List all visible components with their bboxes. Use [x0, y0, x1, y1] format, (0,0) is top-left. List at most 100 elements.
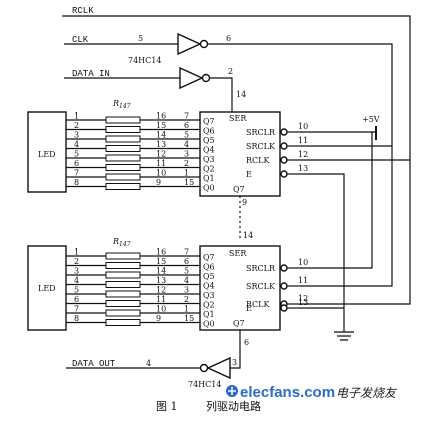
rclk-label: RCLK	[72, 6, 94, 16]
top-res-pin: 10	[156, 169, 166, 178]
top-resistor	[105, 183, 141, 190]
chip-bottom-inverting-bubble	[280, 304, 288, 312]
top-res-pin: 9	[156, 178, 161, 187]
top-chip-pin: 7	[184, 112, 189, 121]
bottom-resistor	[105, 290, 141, 298]
chip-bottom-output-label: Q2	[203, 301, 215, 310]
top-res-pin: 11	[156, 159, 166, 168]
chip-top-inverting-bubble	[280, 156, 288, 164]
data-in-to-ser	[210, 77, 233, 112]
chip-bottom-output-label: Q7	[203, 253, 215, 262]
chip-top-q7-bottom: Q7	[233, 185, 245, 194]
chip-top-output-label: Q6	[203, 127, 215, 136]
top-res-pin: 14	[156, 131, 166, 140]
chip-bottom-right-label: SRCLR	[246, 264, 276, 273]
top-resistor	[105, 135, 141, 143]
chip-top-output-label: Q2	[203, 165, 215, 174]
bottom-res-pin: 14	[156, 267, 166, 276]
chip-top-bottom-pin: 9	[242, 198, 247, 207]
bottom-resistor	[105, 262, 141, 269]
bottom-resistor	[105, 252, 141, 260]
chip-top-output-label: Q0	[203, 184, 215, 193]
chip-top-right-pin: 11	[298, 136, 308, 145]
top-e-wire	[300, 173, 345, 332]
bottom-res-pin: 16	[156, 248, 166, 257]
data-out-wire-up	[230, 330, 241, 369]
data-out-label: DATA OUT	[72, 359, 116, 369]
data-in-label: DATA IN	[72, 69, 110, 79]
bottom-srclr-wire	[300, 132, 373, 269]
bottom-chip-pin: 5	[184, 267, 189, 276]
bottom-chip-pin: 6	[184, 257, 189, 266]
elecfans-logo: elecfans.com 电子发烧友	[226, 384, 398, 401]
bottom-resistor	[105, 300, 141, 307]
ground-symbol	[334, 331, 354, 341]
top-led-pin: 5	[74, 150, 79, 159]
bottom-res-pin: 13	[156, 276, 166, 285]
clk-buffer-out-pin: 6	[226, 34, 231, 43]
top-led-pin: 6	[74, 159, 79, 168]
resistor-bottom-label: R147	[112, 237, 131, 248]
bottom-resistor	[105, 281, 141, 288]
top-ser-pin: 14	[236, 90, 246, 99]
data-in-buffer-out-pin: 2	[228, 67, 233, 76]
bottom-resistor	[105, 319, 141, 326]
bottom-led-pin: 5	[74, 286, 79, 295]
plus5v-label: +5V	[362, 115, 380, 124]
chip-bottom-output-label: Q5	[203, 272, 215, 281]
chip-top-inverting-bubble	[280, 170, 288, 178]
top-led-pin: 4	[74, 140, 79, 149]
top-led-pin: 3	[74, 131, 79, 140]
bottom-ser-pin: 14	[243, 231, 253, 240]
bottom-led-pin: 8	[74, 314, 79, 323]
chip-bottom-right-pin: 11	[298, 276, 308, 285]
chip-top-ser: SER	[229, 114, 247, 123]
svg-text:电子发烧友: 电子发烧友	[336, 386, 398, 400]
chip-bottom-output-label: Q4	[203, 282, 215, 291]
bottom-chip-pin: 3	[184, 286, 189, 295]
figure-number: 图 1	[156, 400, 178, 413]
bottom-led-pin: 4	[74, 276, 79, 285]
top-res-pin: 15	[156, 121, 166, 130]
data-out-buffer	[199, 356, 231, 380]
data-out-buffer-in-pin: 3	[232, 358, 237, 367]
bottom-res-pin: 11	[156, 295, 166, 304]
bottom-led-pin: 1	[74, 248, 79, 257]
chip-top-right-label: E	[246, 170, 252, 179]
top-resistor	[105, 173, 141, 181]
top-chip-pin: 6	[184, 121, 189, 130]
top-chip-pin: 3	[184, 150, 189, 159]
chip-top	[199, 111, 281, 197]
chip-bottom-right-label: SRCLK	[246, 282, 276, 291]
chip-top-right-pin: 10	[298, 122, 308, 131]
bottom-chip-pin: 7	[184, 248, 189, 257]
bottom-led-pin: 6	[74, 295, 79, 304]
chip-top-output-label: Q7	[203, 117, 215, 126]
resistor-top-label: R147	[112, 99, 131, 110]
bottom-res-pin: 10	[156, 305, 166, 314]
chip-top-right-pin: 13	[298, 164, 308, 173]
top-chip-pin: 1	[184, 169, 189, 178]
top-resistor	[105, 126, 141, 133]
chip-bottom-output-label: Q3	[203, 291, 215, 300]
svg-text:elecfans.com: elecfans.com	[240, 384, 335, 401]
top-resistor	[105, 116, 141, 124]
chip-top-inverting-bubble	[280, 142, 288, 150]
top-res-pin: 13	[156, 140, 166, 149]
led-top	[27, 111, 67, 193]
top-resistor	[105, 154, 141, 162]
chip-bottom-output-label: Q1	[203, 310, 215, 319]
data-in-buffer	[179, 66, 211, 90]
clk-wire-out	[208, 43, 393, 287]
top-res-pin: 12	[156, 150, 166, 159]
chip-bottom-right-pin: 10	[298, 258, 308, 267]
chip-bottom-output-label: Q6	[203, 263, 215, 272]
top-res-pin: 16	[156, 112, 166, 121]
chip-top-output-label: Q3	[203, 155, 215, 164]
chip-top-output-label: Q1	[203, 174, 215, 183]
